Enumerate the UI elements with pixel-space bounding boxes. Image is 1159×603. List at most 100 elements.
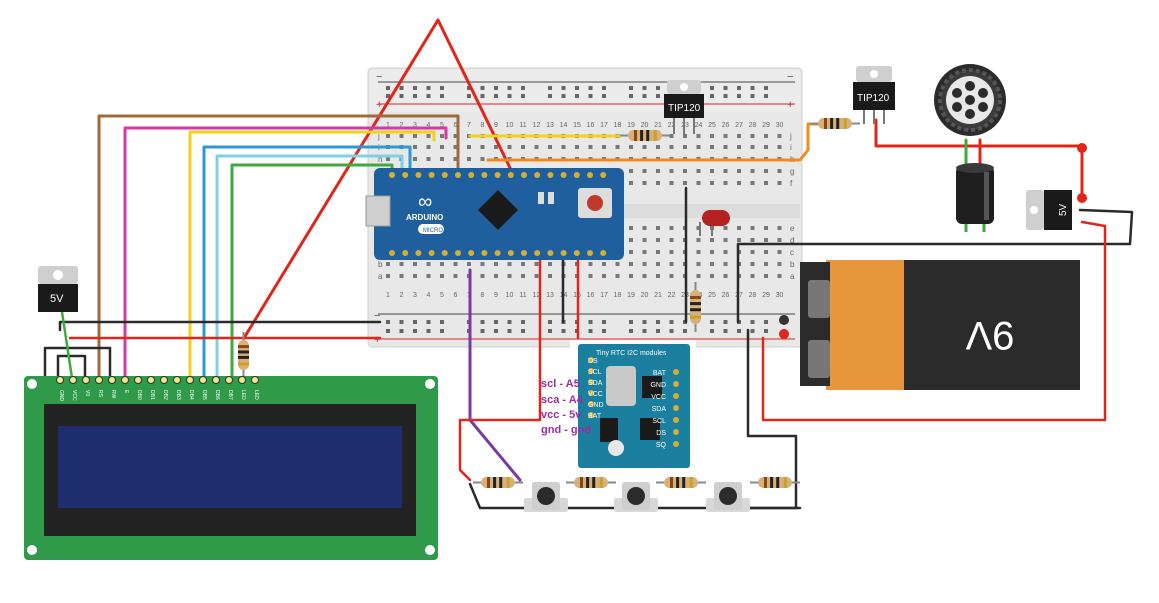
bb-hole: [764, 145, 768, 149]
rail-hole: [480, 86, 485, 90]
bb-hole: [521, 262, 525, 266]
rail-hole: [467, 94, 471, 98]
bb-hole: [615, 262, 620, 266]
tip120-label: TIP120: [668, 103, 701, 114]
bb-col-number: 24: [695, 122, 703, 129]
bb-hole: [669, 274, 674, 278]
bb-hole: [467, 157, 471, 161]
push-button[interactable]: [614, 482, 658, 512]
rail-minus-bottom: −: [374, 310, 380, 322]
bb-hole: [534, 274, 539, 278]
lcd-pin-label: V0: [84, 390, 90, 396]
rail-hole: [413, 86, 417, 90]
bb-hole: [426, 157, 431, 161]
rail-hole: [588, 320, 593, 324]
resistor: [810, 118, 860, 129]
rtc-pin-label: SCL: [652, 418, 666, 425]
rtc-pin: [673, 405, 679, 411]
rail-hole: [764, 86, 768, 90]
wires: [43, 18, 1134, 510]
bb-row-letter: d: [790, 236, 794, 245]
arduino-pin: [587, 250, 593, 256]
bb-hole: [710, 274, 714, 278]
bb-hole: [669, 134, 674, 138]
rail-hole: [548, 94, 552, 98]
rail-hole: [737, 329, 741, 333]
push-button[interactable]: [524, 482, 568, 512]
bb-hole: [629, 145, 633, 149]
pin-notes: scl - A5 sca - A4 vcc - 5v gnd - gnd: [541, 378, 591, 436]
resistor: [620, 130, 670, 141]
bb-hole: [507, 274, 512, 278]
lcd-pin-label: DB6: [214, 390, 220, 400]
bb-row-letter: c: [790, 248, 794, 257]
microcontroller-chip: [478, 190, 518, 230]
bb-hole: [386, 274, 390, 278]
bb-col-number: 12: [533, 292, 541, 299]
rtc-pin: [588, 379, 594, 385]
lcd-pin-label: DB5: [201, 390, 207, 400]
arduino-pin: [389, 250, 395, 256]
bb-hole: [453, 274, 458, 278]
bb-col-number: 5: [440, 122, 444, 129]
bb-hole: [629, 262, 633, 266]
bb-hole: [507, 262, 512, 266]
bb-col-number: 1: [386, 292, 390, 299]
lcd-pin: [95, 376, 103, 384]
rail-hole: [710, 94, 714, 98]
rail-hole: [426, 329, 431, 333]
bb-col-number: 30: [776, 122, 784, 129]
bb-col-number: 16: [587, 292, 595, 299]
arduino-pin: [521, 250, 527, 256]
lcd-pin: [212, 376, 220, 384]
bb-hole: [696, 238, 701, 242]
rail-hole: [602, 86, 606, 90]
bb-hole: [656, 238, 660, 242]
bb-hole: [764, 238, 768, 242]
bb-hole: [548, 145, 552, 149]
bb-hole: [696, 274, 701, 278]
rail-hole: [521, 329, 525, 333]
rail-hole: [710, 320, 714, 324]
bb-hole: [696, 226, 701, 230]
arduino-pin: [441, 250, 448, 256]
rail-minus-top-right: −: [787, 71, 793, 83]
bb-col-number: 8: [481, 292, 485, 299]
rail-hole: [494, 94, 498, 98]
rail-hole: [548, 329, 552, 333]
push-button[interactable]: [706, 482, 750, 512]
bb-hole: [386, 262, 390, 266]
arduino-pin: [507, 250, 514, 256]
bb-hole: [669, 238, 674, 242]
rail-hole: [588, 86, 593, 90]
lcd-pin-label: DB4: [188, 390, 194, 400]
arduino-name: ARDUINO: [406, 213, 443, 222]
rail-hole: [507, 329, 512, 333]
resistor: [690, 282, 701, 332]
arduino-pin: [441, 172, 448, 178]
lcd-pin-label: RW: [110, 390, 116, 399]
rail-hole: [386, 86, 390, 90]
rail-hole: [656, 320, 660, 324]
regulator-speaker-label: 5V: [1058, 203, 1069, 216]
arduino-pin: [481, 250, 488, 256]
tip120-left: TIP120: [664, 80, 704, 134]
bb-col-number: 8: [481, 122, 485, 129]
rail-hole: [642, 86, 647, 90]
bb-hole: [750, 181, 755, 185]
rail-hole: [494, 329, 498, 333]
bb-hole: [656, 181, 660, 185]
arduino-pin: [573, 250, 580, 256]
note-gnd: gnd - gnd: [541, 424, 591, 436]
rail-hole: [629, 320, 633, 324]
bb-col-number: 4: [427, 122, 431, 129]
bb-hole: [440, 134, 444, 138]
bb-hole: [683, 134, 687, 138]
bb-hole: [737, 145, 741, 149]
bb-hole: [750, 169, 755, 173]
bb-hole: [777, 134, 782, 138]
bb-col-number: 29: [762, 122, 770, 129]
lcd-pin: [160, 376, 168, 384]
reset-button[interactable]: [587, 195, 603, 211]
